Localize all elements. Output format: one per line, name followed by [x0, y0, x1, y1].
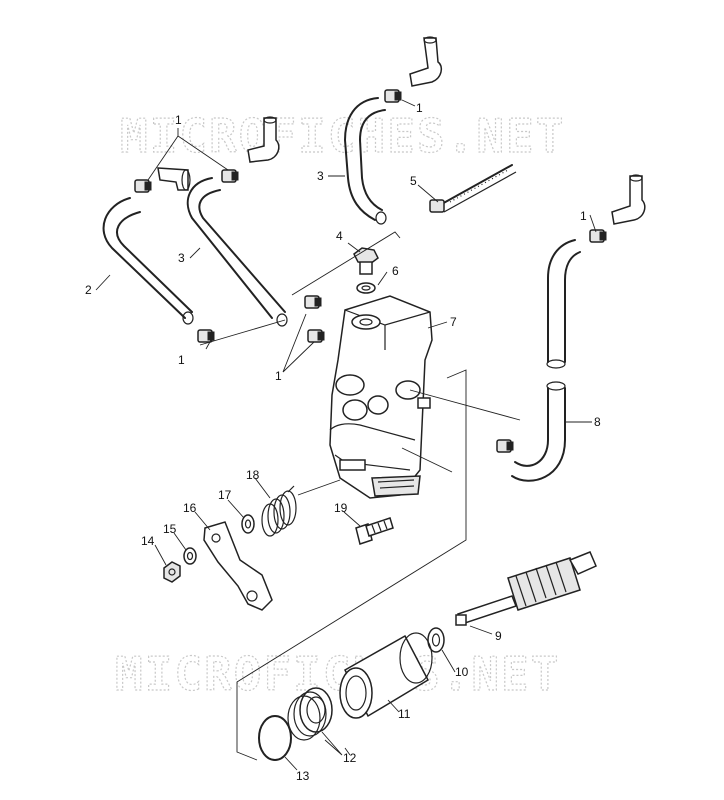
callout-1-upper-left: 1 [175, 113, 182, 127]
clamp-1-top [384, 89, 402, 103]
clamp-1-pump-a [304, 295, 322, 309]
watermark-bottom: MICROFICHES.NET [115, 647, 560, 701]
callout-10: 10 [455, 665, 469, 679]
clamp-1-pump-b [307, 329, 325, 343]
callout-14: 14 [141, 534, 155, 548]
callout-18: 18 [246, 468, 260, 482]
leader-lines [95, 99, 597, 771]
callout-17: 17 [218, 488, 232, 502]
washer-15 [183, 547, 197, 565]
clamp-1-left-b [221, 169, 239, 183]
hose-3-top [344, 97, 387, 225]
bushing-11 [339, 632, 433, 719]
tie-strap-5 [429, 164, 517, 213]
washer-17 [241, 514, 255, 534]
elbow-fitting-top [409, 36, 443, 87]
callout-7: 7 [450, 315, 457, 329]
callout-13: 13 [296, 769, 310, 783]
callout-15: 15 [163, 522, 177, 536]
callout-12: 12 [343, 751, 357, 765]
callout-8: 8 [594, 415, 601, 429]
callout-5: 5 [410, 174, 417, 188]
assembly-line-top [291, 231, 401, 296]
clamp-1-left-a [134, 179, 152, 193]
hose-8-upper [546, 239, 581, 369]
banjo-bolt-4 [353, 247, 379, 275]
assembly-line-right [236, 369, 467, 761]
callout-1-top: 1 [416, 101, 423, 115]
callout-9: 9 [495, 629, 502, 643]
washer-6 [356, 282, 376, 294]
callout-1-pump: 1 [275, 369, 282, 383]
callout-6: 6 [392, 264, 399, 278]
callout-1-lower-left: 1 [178, 353, 185, 367]
clamp-1-bottom-left [197, 329, 215, 343]
oil-pump-7 [329, 295, 433, 499]
callout-3-left: 3 [178, 251, 185, 265]
bolt-19 [355, 517, 394, 545]
callout-1-right: 1 [580, 209, 587, 223]
assembly-line-shaft [409, 389, 521, 421]
elbow-fitting-left [247, 116, 280, 163]
washer-10 [427, 627, 445, 653]
callout-19: 19 [334, 501, 348, 515]
assembly-line-spring [297, 479, 341, 496]
assembly-line-pump [401, 447, 453, 473]
elbow-fitting-right [611, 174, 646, 225]
callout-2: 2 [85, 283, 92, 297]
clamp-1-right [589, 229, 607, 243]
nut-14 [163, 561, 181, 583]
clamp-1-hose-8 [496, 439, 514, 453]
tee-fitting [157, 167, 191, 191]
hose-8-lower [511, 381, 566, 482]
callout-4: 4 [336, 229, 343, 243]
callout-16: 16 [183, 501, 197, 515]
hose-2 [102, 197, 194, 325]
callout-3-top: 3 [317, 169, 324, 183]
callout-11: 11 [398, 707, 411, 721]
spring-18 [261, 485, 297, 537]
watermark-top: MICROFICHES.NET [120, 109, 565, 163]
drive-gear-shaft-9 [455, 551, 597, 626]
hose-3-left [186, 177, 288, 327]
o-ring-13 [258, 715, 292, 761]
lever-16 [203, 521, 273, 611]
seal-12 [287, 687, 333, 741]
